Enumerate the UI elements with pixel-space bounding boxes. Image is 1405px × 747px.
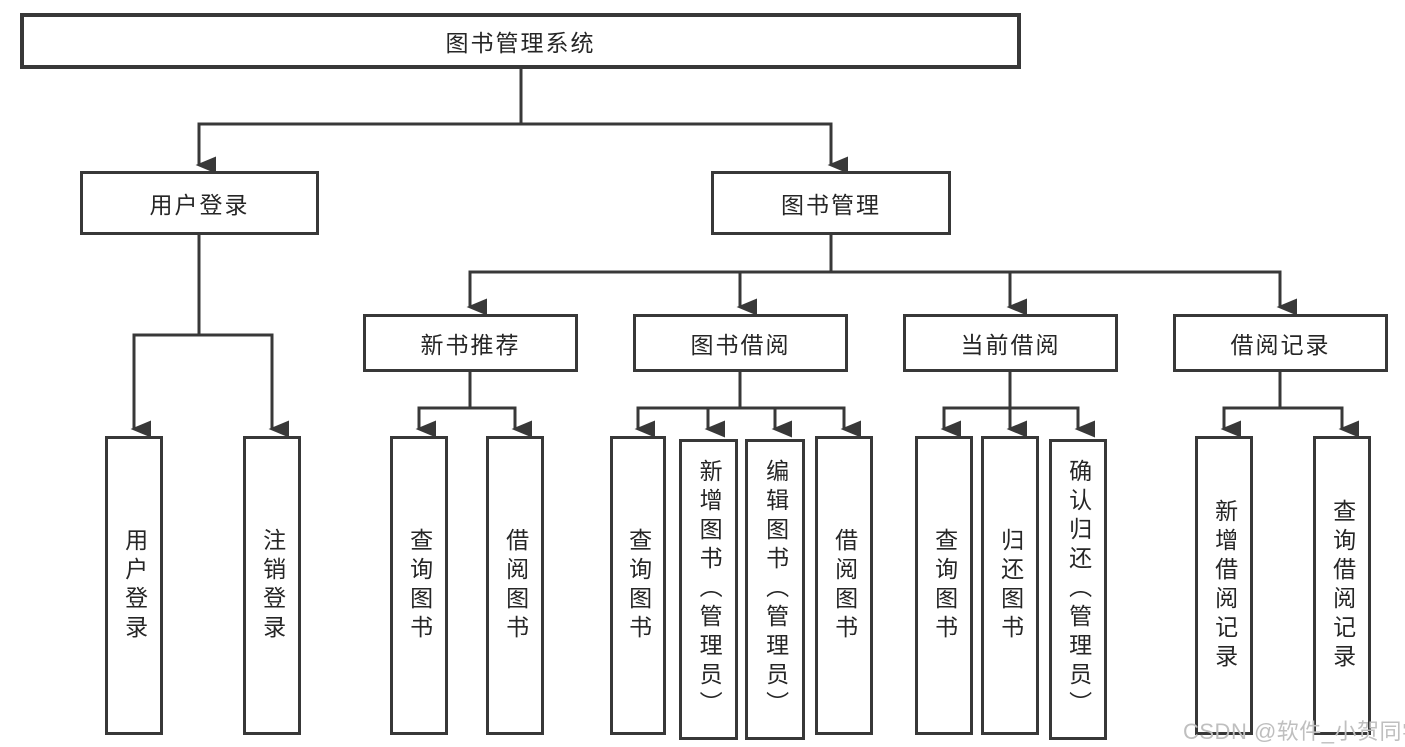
- watermark: CSDN @软件_小贺同学: [1183, 719, 1405, 744]
- node-borrowing-records: 借阅记录: [1173, 314, 1388, 372]
- node-book-management: 图书管理: [711, 171, 951, 235]
- node-add-book-admin: 新增图书（管理员）: [679, 439, 738, 740]
- node-logout: 注销登录: [243, 436, 301, 735]
- node-confirm-return-admin: 确认归还（管理员）: [1049, 439, 1107, 740]
- node-add-borrow-record: 新增借阅记录: [1195, 436, 1253, 735]
- node-user-login-leaf: 用户登录: [105, 436, 163, 735]
- node-borrow-books-recommend: 借阅图书: [486, 436, 544, 735]
- node-user-login: 用户登录: [80, 171, 319, 235]
- node-edit-book-admin: 编辑图书（管理员）: [745, 439, 805, 740]
- node-query-books-recommend: 查询图书: [390, 436, 448, 735]
- node-library-management-system: 图书管理系统: [20, 13, 1021, 69]
- node-current-borrowing: 当前借阅: [903, 314, 1118, 372]
- node-query-books-borrowing: 查询图书: [610, 436, 666, 735]
- node-borrow-books-borrowing: 借阅图书: [815, 436, 873, 735]
- node-new-book-recommendation: 新书推荐: [363, 314, 578, 372]
- node-return-books: 归还图书: [981, 436, 1039, 735]
- node-query-books-current: 查询图书: [915, 436, 973, 735]
- node-query-borrow-record: 查询借阅记录: [1313, 436, 1371, 735]
- node-book-borrowing: 图书借阅: [633, 314, 848, 372]
